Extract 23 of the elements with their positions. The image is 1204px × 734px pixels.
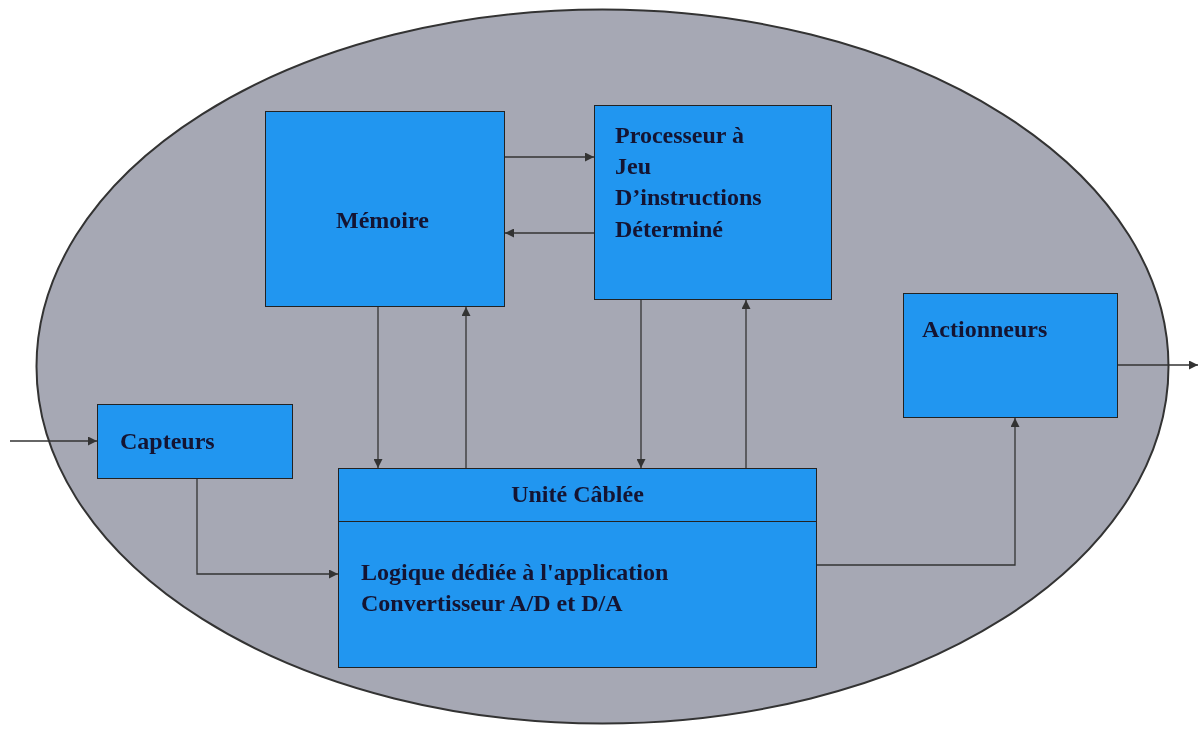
box-label: Convertisseur A/D et D/A [361,589,623,618]
arrow [816,417,1020,566]
box-label: Actionneurs [922,315,1048,344]
arrow [504,152,595,162]
arrow [741,299,751,469]
arrow [373,306,383,469]
box-label: Capteurs [120,427,215,456]
ellipse-boundary [35,8,1170,725]
unit-box [338,468,817,668]
box-label: Processeur à Jeu D’instructions Déterminé [615,121,763,244]
box-label: Logique dédiée à l'application [361,558,669,587]
box-label: Mémoire [336,206,429,235]
arrow [9,436,98,446]
block-box [97,404,293,479]
arrow [1117,360,1199,370]
block-box [265,111,505,307]
box-heading: Unité Câblée [510,480,645,509]
arrow [196,478,339,579]
arrow [636,299,646,469]
block-box [903,293,1118,418]
arrow [504,228,595,238]
block-box [594,105,832,300]
arrow [461,306,471,469]
